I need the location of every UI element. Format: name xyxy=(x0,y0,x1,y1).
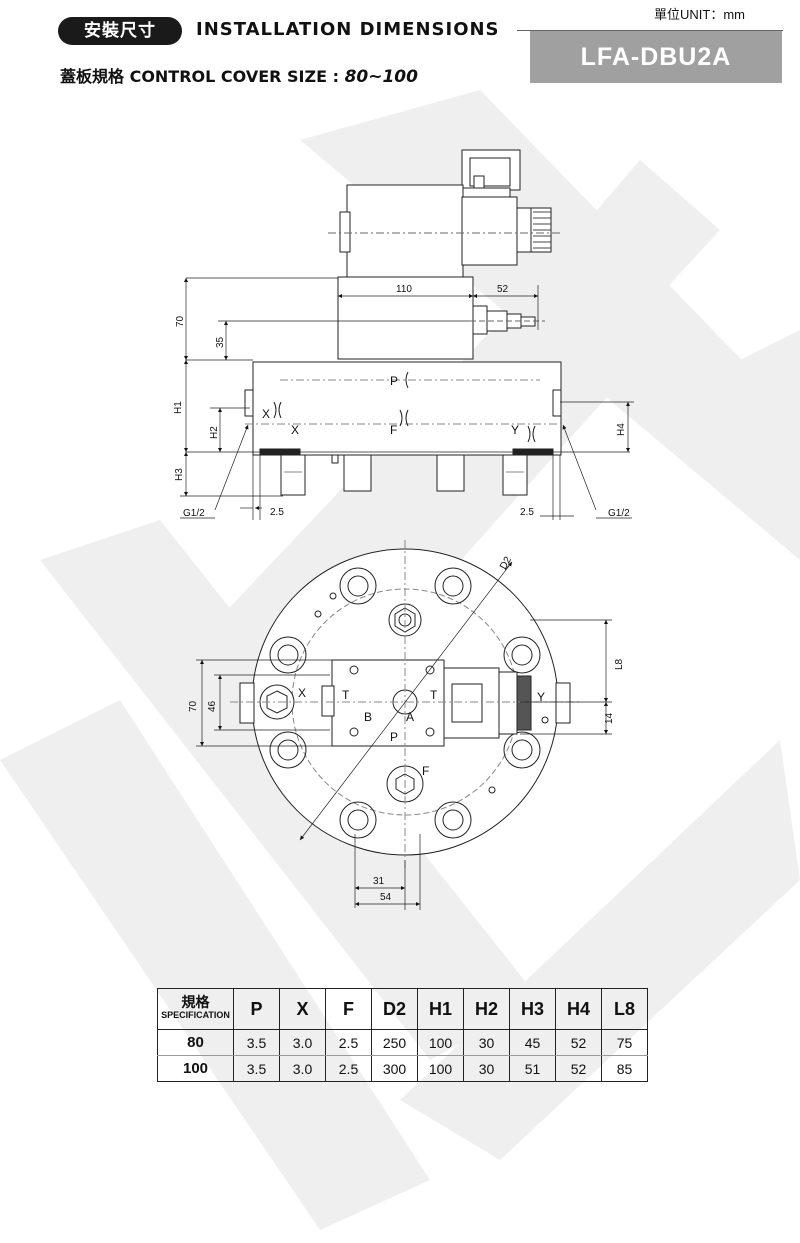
dim-70-top: 70 xyxy=(188,700,199,712)
dim-35: 35 xyxy=(215,336,226,348)
port-label-x1: X xyxy=(262,407,270,421)
dim-H4: H4 xyxy=(616,423,627,436)
top-port-b: B xyxy=(364,710,372,724)
top-port-p: P xyxy=(390,730,398,744)
adapter-plate xyxy=(337,276,474,360)
section-heading: INSTALLATION DIMENSIONS xyxy=(196,19,500,40)
dim-D2: D2 xyxy=(498,555,514,572)
subtitle-value: 80~100 xyxy=(344,67,418,87)
port-label-f: F xyxy=(390,423,397,437)
table-cell: 3.0 xyxy=(279,1055,326,1082)
thread-g-right: G1/2 xyxy=(608,508,630,519)
port-label-p: P xyxy=(390,374,398,388)
dim-110: 110 xyxy=(396,284,412,295)
table-cell: 250 xyxy=(371,1029,418,1056)
model-label: LFA-DBU2A xyxy=(530,31,782,83)
dim-70: 70 xyxy=(175,315,186,327)
thread-g-left: G1/2 xyxy=(183,508,205,519)
dim-46: 46 xyxy=(207,700,218,712)
col-header: X xyxy=(279,988,326,1030)
dim-31: 31 xyxy=(373,876,385,887)
table-cell: 30 xyxy=(463,1029,510,1056)
top-port-a: A xyxy=(406,710,414,724)
table-cell: 300 xyxy=(371,1055,418,1082)
table-cell: 3.0 xyxy=(279,1029,326,1056)
dim-H2: H2 xyxy=(209,426,220,439)
cover-body xyxy=(252,361,562,456)
front-view xyxy=(244,149,565,496)
table-cell: 2.5 xyxy=(325,1029,372,1056)
front-view-dimensions xyxy=(180,277,634,520)
subtitle-prefix: 蓋板規格 CONTROL COVER SIZE : xyxy=(60,67,345,86)
top-view xyxy=(230,540,580,870)
unit-label: 單位UNIT：mm xyxy=(654,7,745,22)
col-header: D2 xyxy=(371,988,418,1030)
dim-L8: L8 xyxy=(614,658,625,670)
valve-body xyxy=(346,184,464,278)
top-port-t1: T xyxy=(342,688,350,702)
col-header: H3 xyxy=(509,988,556,1030)
dim-H3: H3 xyxy=(174,468,185,481)
table-cell: 51 xyxy=(509,1055,556,1082)
dim-14: 14 xyxy=(604,712,615,724)
top-view-dimensions xyxy=(196,561,612,910)
col-header: H1 xyxy=(417,988,464,1030)
port-label-x2: X xyxy=(291,423,299,437)
table-cell: 52 xyxy=(555,1029,602,1056)
spec-header-en: SPECIFICATION xyxy=(161,1010,230,1020)
front-view-dimension-labels: 110 52 70 35 H1 H2 H3 H4 2.5 2.5 G1/2 G1… xyxy=(173,284,630,519)
table-cell: 75 xyxy=(601,1029,648,1056)
port-label-y: Y xyxy=(511,423,519,437)
table-row: 80 3.5 3.0 2.5 250 100 30 45 52 75 xyxy=(157,1029,648,1056)
table-cell: 3.5 xyxy=(233,1055,280,1082)
dim-52: 52 xyxy=(497,284,509,295)
table-cell: 100 xyxy=(417,1055,464,1082)
table-cell: 52 xyxy=(555,1055,602,1082)
table-cell: 30 xyxy=(463,1055,510,1082)
dim-54: 54 xyxy=(380,892,392,903)
spec-header-cn: 規格 xyxy=(181,994,210,1010)
table-cell: 45 xyxy=(509,1029,556,1056)
top-view-labels: D2 L8 14 70 46 31 54 X Y T T B A P F xyxy=(188,555,625,903)
header-rule xyxy=(517,30,783,31)
table-cell: 85 xyxy=(601,1055,648,1082)
section-badge: 安裝尺寸 xyxy=(58,17,182,45)
col-header: P xyxy=(233,988,280,1030)
col-header: F xyxy=(325,988,372,1030)
dim-2-5-right: 2.5 xyxy=(520,507,534,518)
dim-H1: H1 xyxy=(173,401,184,414)
row-size: 80 xyxy=(157,1029,234,1056)
table-cell: 100 xyxy=(417,1029,464,1056)
top-port-f: F xyxy=(422,764,429,778)
solenoid-coil xyxy=(461,196,518,266)
top-port-x: X xyxy=(298,686,306,700)
table-row: 100 3.5 3.0 2.5 300 100 30 51 52 85 xyxy=(157,1055,648,1082)
table-cell: 2.5 xyxy=(325,1055,372,1082)
col-header: L8 xyxy=(601,988,648,1030)
top-port-y: Y xyxy=(537,690,545,704)
top-port-t2: T xyxy=(430,688,438,702)
col-header: H2 xyxy=(463,988,510,1030)
col-header: H4 xyxy=(555,988,602,1030)
cover-size-subtitle: 蓋板規格 CONTROL COVER SIZE : 80~100 xyxy=(60,63,418,87)
table-cell: 3.5 xyxy=(233,1029,280,1056)
dim-2-5-left: 2.5 xyxy=(270,507,284,518)
row-size: 100 xyxy=(157,1055,234,1082)
